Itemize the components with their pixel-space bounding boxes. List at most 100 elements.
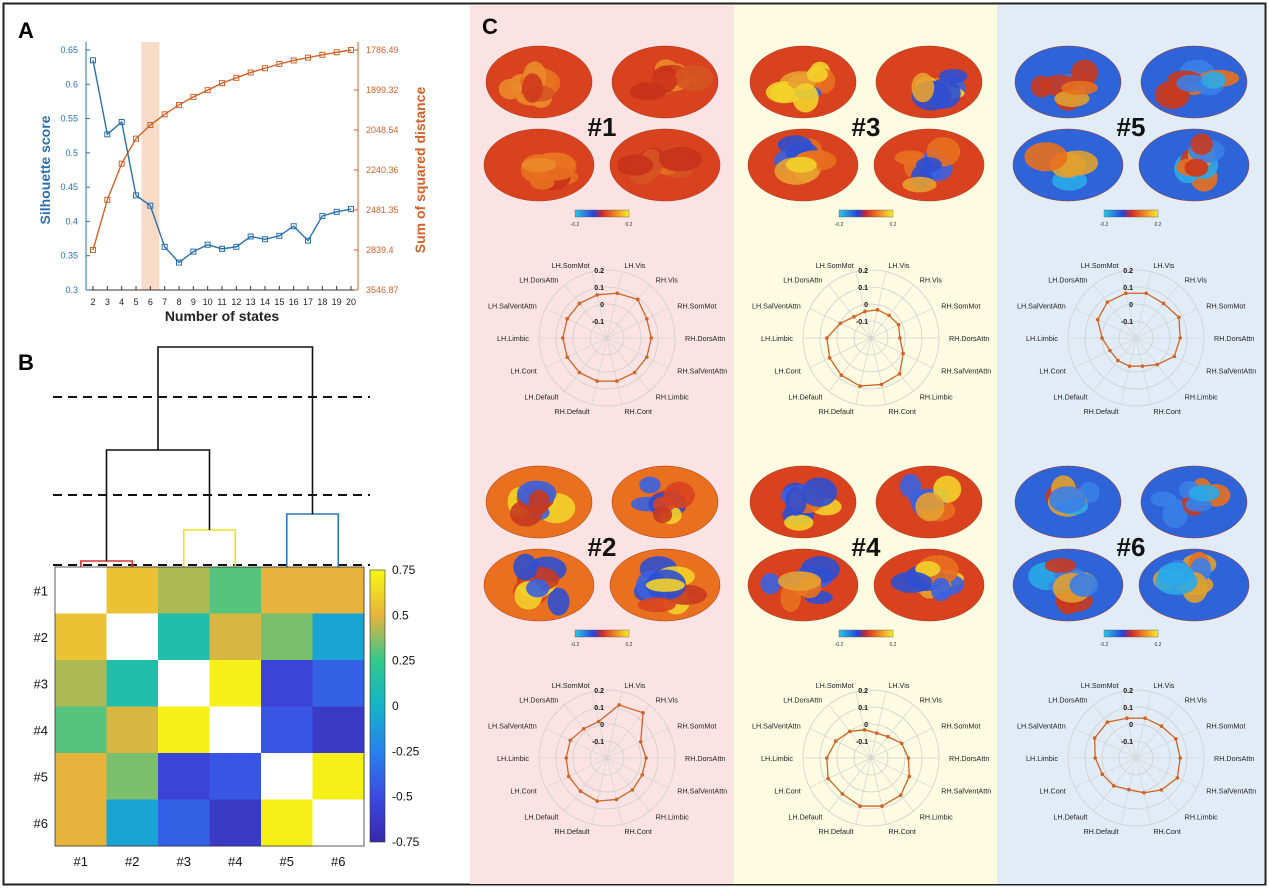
radar-spoke	[828, 337, 872, 392]
radar-spoke	[809, 757, 872, 788]
radar-axis-label: RH.DorsAttn	[685, 754, 725, 763]
radar-point	[577, 301, 582, 306]
brain-lateral-left-region	[528, 489, 550, 515]
heatmap-row-label: #1	[34, 583, 48, 598]
radar-ring-label: 0	[864, 722, 868, 729]
x-tick-label: 9	[191, 297, 196, 307]
radar-spoke	[870, 757, 887, 825]
radar-spoke	[1093, 284, 1137, 339]
radar-ring-label: 0.2	[1123, 268, 1133, 275]
brain-lateral-left-region	[792, 83, 819, 113]
brain-medial-left-region	[1069, 573, 1099, 597]
silhouette-point	[118, 119, 125, 125]
radar-spoke	[1093, 337, 1137, 392]
radar-point	[840, 792, 845, 796]
heatmap-cell	[158, 706, 210, 754]
heatmap-cell	[261, 567, 313, 614]
radar-point	[1092, 736, 1097, 740]
radar-spoke	[855, 757, 872, 825]
silhouette-line	[92, 60, 352, 264]
radar-point	[1108, 348, 1112, 353]
radar-point	[838, 321, 843, 326]
panel-letter-b: B	[18, 350, 34, 375]
silhouette-point	[247, 233, 254, 240]
radar-axis-label: RH.Default	[1083, 827, 1118, 836]
radar-axis-label: LH.Cont	[774, 787, 800, 796]
radar-axis-label: LH.SalVentAttn	[1017, 301, 1066, 310]
left-tick-label: 0.3	[65, 285, 78, 295]
radar-spoke	[1120, 337, 1137, 405]
heatmap-cell	[106, 799, 159, 847]
radar-axis-label: LH.DorsAttn	[783, 275, 822, 284]
radar-axis-label: RH.SomMot	[677, 721, 716, 730]
heatmap-cell	[312, 567, 365, 614]
radar-ring-label: 0.1	[1123, 705, 1133, 712]
right-tick-label: 2481.35	[366, 205, 399, 215]
brain-medial-left-region	[526, 579, 550, 598]
heatmap-cell	[158, 660, 210, 707]
radar-axis-label: RH.Cont	[624, 827, 652, 836]
heatmap-cell	[106, 567, 159, 614]
mini-colorbar-min: -0.2	[835, 222, 844, 228]
mini-colorbar-max: 0.2	[890, 222, 897, 228]
radar-axis-label: RH.DorsAttn	[1214, 334, 1254, 343]
radar-point	[880, 804, 884, 808]
x-tick-label: 16	[289, 297, 299, 307]
radar-axis-label: LH.SomMot	[1081, 261, 1119, 270]
x-tick-label: 3	[105, 297, 110, 307]
radar-point	[630, 788, 635, 792]
radar-axis-label: LH.Limbic	[1026, 334, 1058, 343]
right-axis-label: Sum of squared distance	[412, 87, 428, 254]
radar-spoke	[606, 728, 669, 759]
heatmap-cell	[209, 799, 262, 847]
radar-spoke	[606, 284, 650, 339]
brain-medial-right-region	[658, 146, 703, 172]
radar-spoke	[828, 757, 872, 812]
radar-axis-label: RH.SalVentAttn	[1206, 367, 1256, 376]
silhouette-point	[161, 243, 168, 250]
ssd-point	[233, 74, 240, 81]
brain-lateral-left-region	[784, 514, 814, 531]
radar-axis-label: LH.Cont	[1039, 367, 1065, 376]
heatmap-cell	[106, 660, 159, 707]
radar-point	[1143, 716, 1147, 721]
radar-axis-label: LH.SalVentAttn	[752, 301, 801, 310]
radar-axis-label: RH.Vis	[1185, 695, 1208, 704]
brain-medial-left-region	[760, 573, 781, 595]
radar-axis-label: RH.Limbic	[920, 393, 954, 402]
left-tick-label: 0.6	[65, 79, 78, 89]
colorbar-tick-label: -0.25	[392, 744, 420, 758]
silhouette-point	[333, 208, 340, 215]
ssd-point	[176, 101, 182, 108]
radar-spoke	[1135, 728, 1198, 759]
heatmap-cell	[261, 706, 313, 754]
radar-spoke	[1135, 284, 1179, 339]
radar-point	[1172, 354, 1177, 359]
radar-point	[566, 774, 571, 779]
mini-colorbar	[838, 209, 894, 218]
radar-axis-label: RH.SomMot	[677, 301, 716, 310]
radar-spoke	[1074, 337, 1137, 368]
radar-point	[863, 309, 867, 314]
radar-axis-label: LH.SalVentAttn	[488, 721, 537, 730]
right-tick-label: 1899.32	[366, 85, 399, 95]
brain-lateral-right-region	[1162, 498, 1188, 529]
radar-point	[596, 719, 601, 724]
heatmap-cell	[209, 753, 262, 800]
ssd-point	[147, 122, 154, 129]
heatmap-row-label: #5	[34, 769, 48, 784]
x-tick-label: 18	[317, 297, 327, 307]
state-label: #4	[852, 532, 881, 562]
radar-spoke	[1120, 271, 1137, 339]
heatmap-cell	[55, 660, 107, 707]
colorbar-tick-label: 0.75	[392, 563, 416, 577]
heatmap-cell	[312, 753, 365, 800]
radar-axis-label: RH.Limbic	[656, 813, 690, 822]
radar-ring-label: 0.1	[858, 285, 868, 292]
radar-axis-label: LH.DorsAttn	[1048, 275, 1087, 284]
radar-spoke	[1074, 728, 1137, 759]
state-label: #6	[1117, 532, 1146, 562]
radar-point	[568, 738, 573, 743]
radar-axis-label: RH.Default	[554, 407, 589, 416]
